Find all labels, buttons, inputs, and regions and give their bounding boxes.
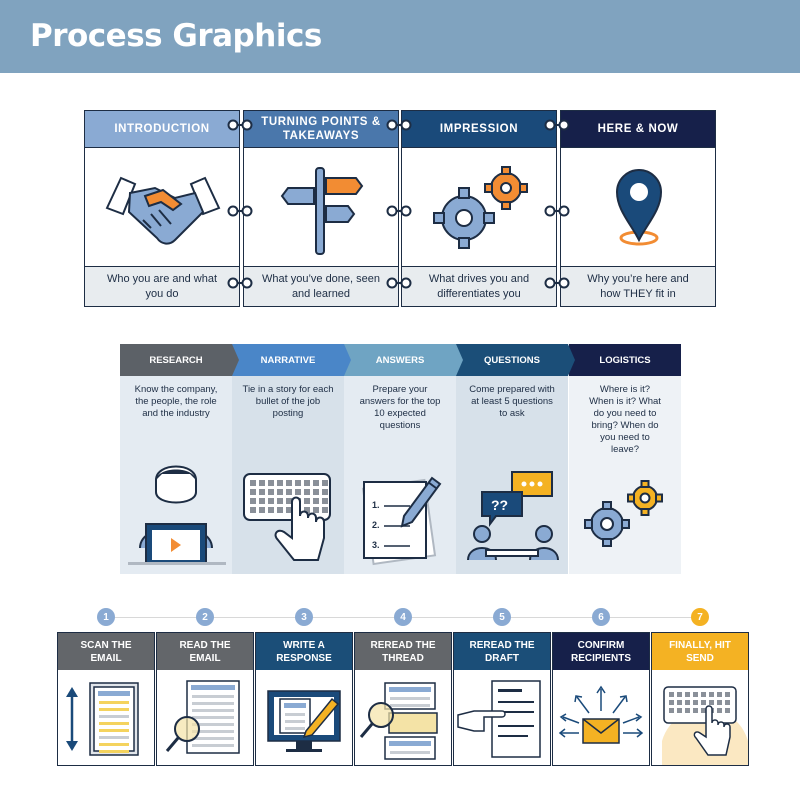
prep-column-questions: QUESTIONS Come prepared with at least 5 q… — [456, 344, 575, 574]
page-title: Process Graphics — [30, 18, 322, 54]
prep-column-title: LOGISTICS — [569, 344, 681, 376]
stage-card-4: HERE & NOW Why you’re here and how THEY … — [560, 110, 716, 307]
point-draft-icon — [454, 671, 550, 765]
chain-link-icon — [385, 204, 413, 217]
stage-title: TURNING POINTS & TAKEAWAYS — [244, 111, 398, 148]
magnify-thread-icon — [355, 671, 451, 765]
chain-link-icon — [226, 118, 254, 131]
email-step-card-1: SCAN THE EMAIL — [57, 632, 155, 766]
gears-icon — [569, 456, 681, 566]
email-step-title: SCAN THE EMAIL — [58, 633, 154, 670]
email-step-card-4: REREAD THE THREAD — [354, 632, 452, 766]
email-step-title: WRITE A RESPONSE — [256, 633, 352, 670]
stage-description: Who you are and what you do — [85, 266, 239, 306]
stage-title: IMPRESSION — [402, 111, 556, 148]
email-step-title: FINALLY, HIT SEND — [652, 633, 748, 670]
stage-title: INTRODUCTION — [85, 111, 239, 148]
checklist-pen-icon: 1. 2. 3. — [344, 456, 456, 566]
prep-column-narrative: NARRATIVE Tie in a story for each bullet … — [232, 344, 351, 574]
prep-column-text: Know the company, the people, the role a… — [134, 384, 218, 419]
chain-link-icon — [385, 118, 413, 131]
arrow-tip — [568, 344, 575, 376]
prep-column-text: Prepare your answers for the top 10 expe… — [359, 384, 441, 431]
svg-text:3.: 3. — [372, 540, 380, 550]
email-step-card-2: READ THE EMAIL — [156, 632, 254, 766]
stage-title: HERE & NOW — [561, 111, 715, 148]
email-step-card-6: CONFIRM RECIPIENTS — [552, 632, 650, 766]
email-step-card-5: REREAD THE DRAFT — [453, 632, 551, 766]
step-number-badge: 2 — [196, 608, 214, 626]
email-step-card-3: WRITE A RESPONSE — [255, 632, 353, 766]
stage-card-2: TURNING POINTS & TAKEAWAYS What you’ve d… — [243, 110, 399, 307]
gears-icon — [402, 148, 556, 267]
stage-card-3: IMPRESSION What drives you and different… — [401, 110, 557, 307]
email-step-card-7: FINALLY, HIT SEND — [651, 632, 750, 783]
location-pin-icon — [561, 148, 715, 267]
svg-text:2.: 2. — [372, 520, 380, 530]
stage-card-1: INTRODUCTION Who you are and what you do — [84, 110, 240, 307]
stage-description: What you’ve done, seen and learned — [244, 266, 398, 306]
prep-column-title: QUESTIONS — [456, 344, 568, 376]
keyboard-press-icon — [652, 671, 750, 783]
handshake-icon — [85, 148, 239, 267]
chain-link-icon — [543, 204, 571, 217]
step-number-badge: 5 — [493, 608, 511, 626]
magnify-email-icon — [157, 671, 253, 765]
prep-column-logistics: LOGISTICS Where is it? When is it? What d… — [569, 344, 681, 574]
chain-link-icon — [226, 204, 254, 217]
email-step-title: REREAD THE DRAFT — [454, 633, 550, 670]
prep-column-research: RESEARCH Know the company, the people, th… — [120, 344, 239, 574]
email-step-title: REREAD THE THREAD — [355, 633, 451, 670]
conversation-icon: ?? — [456, 456, 568, 566]
step-number-badge: 7 — [691, 608, 709, 626]
signpost-icon — [244, 148, 398, 267]
chain-link-icon — [543, 276, 571, 289]
stage-description: What drives you and differentiates you — [402, 266, 556, 306]
prep-column-text: Where is it? When is it? What do you nee… — [589, 384, 661, 455]
step-number-badge: 1 — [97, 608, 115, 626]
prep-column-text: Come prepared with at least 5 questions … — [469, 384, 555, 419]
arrow-tip — [344, 344, 351, 376]
svg-text:??: ?? — [491, 497, 508, 513]
email-step-title: CONFIRM RECIPIENTS — [553, 633, 649, 670]
arrow-tip — [456, 344, 463, 376]
scroll-email-icon — [58, 671, 154, 765]
prep-column-title: NARRATIVE — [232, 344, 344, 376]
prep-column-title: RESEARCH — [120, 344, 232, 376]
step-number-badge: 3 — [295, 608, 313, 626]
prep-column-answers: ANSWERS Prepare your answers for the top … — [344, 344, 463, 574]
header-banner: Process Graphics — [0, 0, 800, 73]
envelope-arrows-icon — [553, 671, 649, 765]
keyboard-hand-icon — [232, 456, 344, 566]
prep-column-text: Tie in a story for each bullet of the jo… — [242, 384, 334, 419]
arrow-tip — [232, 344, 239, 376]
stage-description: Why you’re here and how THEY fit in — [561, 266, 715, 306]
svg-text:1.: 1. — [372, 500, 380, 510]
step-number-badge: 6 — [592, 608, 610, 626]
person-laptop-icon — [120, 456, 232, 566]
prep-column-title: ANSWERS — [344, 344, 456, 376]
chain-link-icon — [543, 118, 571, 131]
chain-link-icon — [385, 276, 413, 289]
step-number-badge: 4 — [394, 608, 412, 626]
monitor-pen-icon — [256, 671, 352, 765]
chain-link-icon — [226, 276, 254, 289]
email-step-title: READ THE EMAIL — [157, 633, 253, 670]
